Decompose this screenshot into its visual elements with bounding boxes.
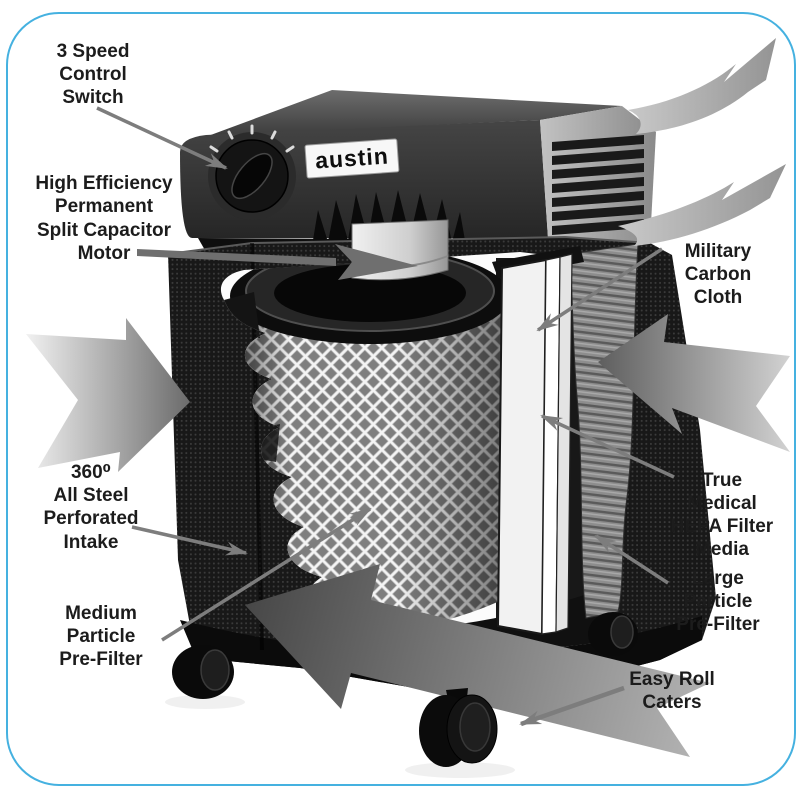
label-line: Medium [65,603,137,624]
leader-speed-switch [96,106,228,170]
intake-arrow-right [598,314,790,452]
motor-pointer-arrow [137,244,418,280]
label-line: Medical [687,493,757,514]
label-line: Permanent [55,196,154,217]
brand-label: austin [314,142,389,173]
filter-stack [492,243,639,636]
caster-left [172,645,234,699]
motor-housing-unit: austin [180,90,656,254]
label-line: Pre-Filter [676,614,760,635]
label-carbon-cloth: Military Carbon Cloth [685,241,752,308]
label-line: 360⁰ [71,462,111,483]
label-line: Carbon [685,264,752,285]
label-line: All Steel [54,485,129,506]
label-line: Switch [62,87,123,108]
label-line: Perforated [43,508,138,529]
label-line: Pre-Filter [59,649,143,670]
label-line: Caters [642,692,701,713]
exhaust-arrow-lower [618,164,786,246]
label-line: Split Capacitor [37,220,172,241]
caster-shadow [165,695,245,709]
label-motor: High Efficiency Permanent Split Capacito… [35,173,173,264]
leader-intake [131,525,248,556]
label-hepa-media: True Medical HEPA Filter Media [671,470,774,560]
caster-front [419,688,498,767]
exhaust-arrow-upper [628,38,776,134]
leader-carbon-cloth [536,247,663,332]
casters [172,612,638,767]
label-large-prefilter: Large Particle Pre-Filter [676,568,760,635]
caster-right [588,612,638,656]
caster-shadow [405,762,515,778]
label-medium-prefilter: Medium Particle Pre-Filter [59,603,143,670]
label-line: True [702,470,742,491]
speed-control-knob [208,124,296,220]
intake-arrow-left [26,318,190,472]
label-line: Media [695,539,749,560]
leader-casters [519,685,625,727]
label-line: Control [59,64,127,85]
brand-nameplate: austin [304,138,400,179]
label-line: Cloth [694,287,743,308]
leader-hepa-media [540,414,675,479]
label-line: 3 Speed [57,41,130,62]
label-line: High Efficiency [35,173,173,194]
label-line: Motor [78,243,131,264]
label-line: Intake [64,532,119,553]
airflow-arrows [26,38,790,757]
knob-tick-marks [209,124,295,153]
label-line: HEPA Filter [671,516,774,537]
label-line: Large [692,568,744,589]
label-line: Military [685,241,752,262]
exhaust-vent-slats [552,135,644,235]
label-line: Easy Roll [629,669,715,690]
filter-top-rim-inner [274,264,466,322]
label-casters: Easy Roll Caters [629,669,715,713]
label-intake: 360⁰ All Steel Perforated Intake [43,462,138,553]
hepa-panel-sheet [555,253,573,633]
housing-top-face [208,90,622,136]
label-line: Particle [684,591,753,612]
callout-labels: 3 Speed Control Switch High Efficiency P… [35,41,773,713]
hepa-panel-main [496,258,548,636]
leader-large-prefilter [594,534,669,585]
leader-medium-prefilter [161,507,372,642]
leader-lines [96,106,675,727]
cylinder-shading [238,300,502,630]
label-speed-switch: 3 Speed Control Switch [57,41,130,108]
intake-arrow-bottom [245,564,710,757]
torn-metal-shard [224,292,260,338]
label-line: Particle [67,626,136,647]
